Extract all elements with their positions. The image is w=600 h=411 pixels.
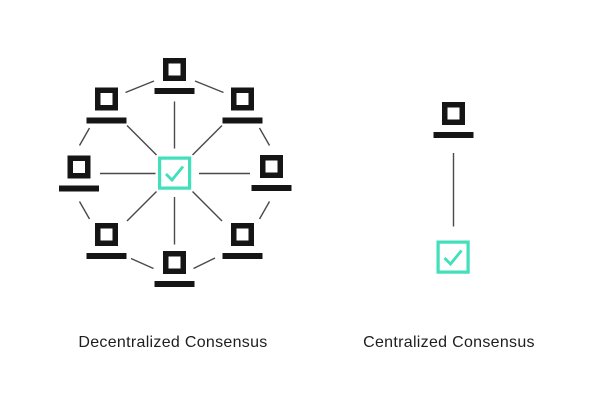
- ring-line-e-se: [258, 201, 271, 220]
- computer-icon-ne: [223, 90, 263, 123]
- ring-line-nw-w: [78, 127, 91, 146]
- computer-icon-single: [434, 105, 474, 138]
- computer-icon-nw: [87, 90, 127, 123]
- computer-icon-sw: [87, 226, 127, 259]
- computer-icon-n: [155, 61, 195, 94]
- decentralized-network: [59, 61, 292, 287]
- centralized-consensus-label: Centralized Consensus: [363, 334, 535, 351]
- spoke-line-nw: [126, 125, 157, 156]
- ring-line-ne-e: [258, 127, 271, 146]
- computer-icon-s: [155, 254, 195, 287]
- checkbox-checked-icon-authority: [436, 240, 470, 274]
- computer-icon-w: [59, 158, 99, 191]
- ring-line-n-ne: [194, 80, 224, 94]
- ring-line-n-nw: [125, 80, 155, 94]
- ring-line-sw-s: [130, 257, 154, 270]
- spoke-line-sw: [126, 191, 157, 222]
- ring-line-se-s: [193, 257, 216, 270]
- computer-icon-se: [223, 226, 263, 259]
- checkbox-checked-icon-center: [158, 156, 192, 190]
- ring-line-w-sw: [78, 201, 91, 220]
- spoke-line-ne: [192, 125, 223, 156]
- computer-icon-e: [252, 158, 292, 191]
- centralized-network: [434, 105, 474, 274]
- decentralized-consensus-label: Decentralized Consensus: [78, 334, 268, 351]
- spoke-line-se: [192, 191, 223, 222]
